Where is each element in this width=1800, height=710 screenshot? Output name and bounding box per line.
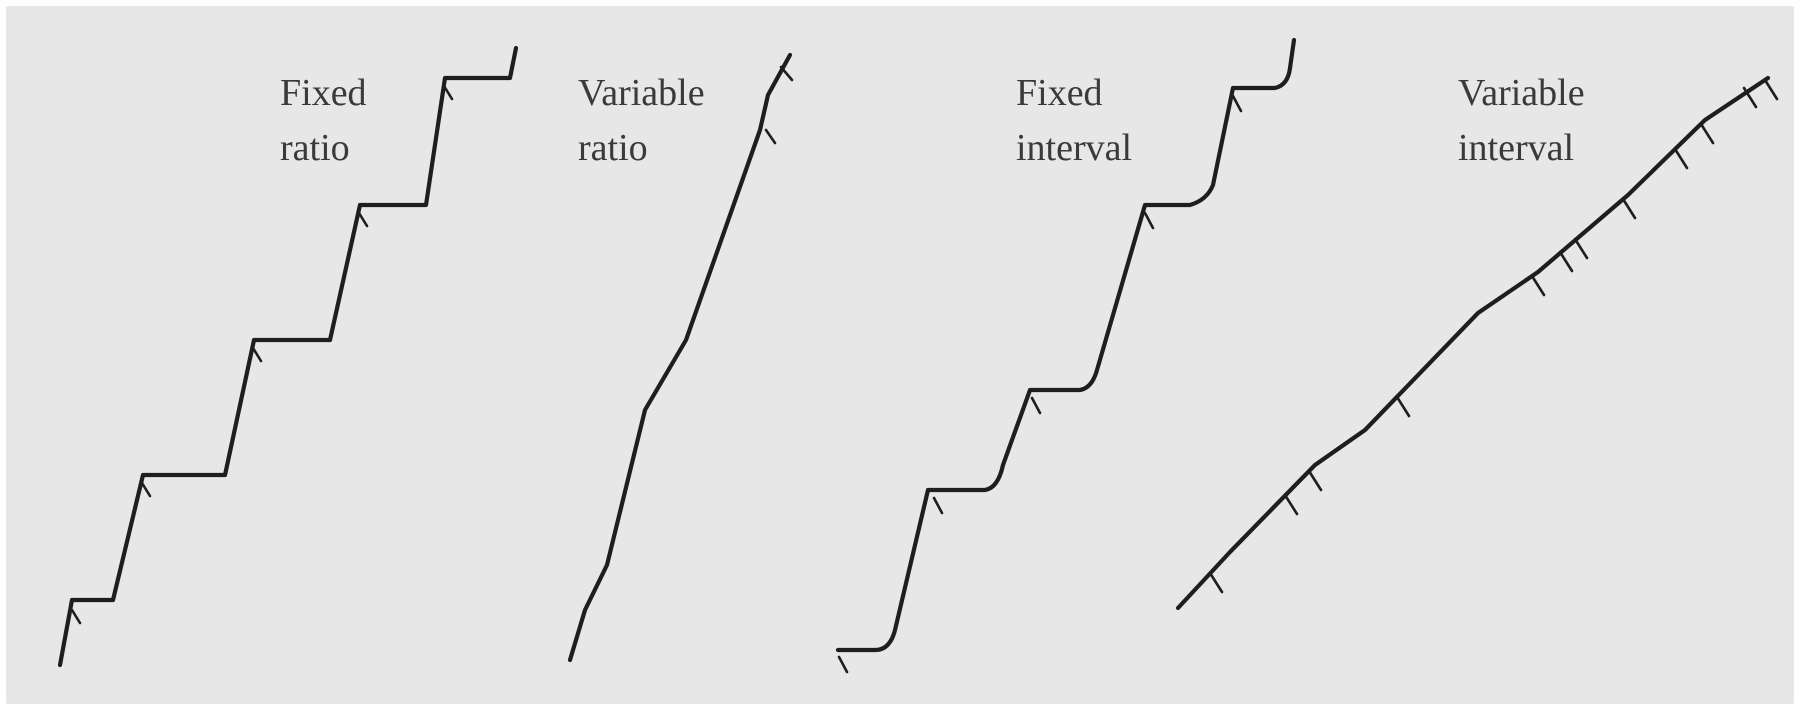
variable-interval-tick	[1673, 147, 1689, 170]
variable-interval-group: Variable interval	[1175, 72, 1779, 611]
variable-ratio-tick	[764, 128, 777, 145]
fixed-ratio-group: Fixed ratio	[57, 45, 519, 668]
fixed-interval-curve	[835, 37, 1297, 653]
fixed-ratio-reinforcement-ticks	[70, 84, 454, 625]
variable-interval-tick	[1395, 395, 1411, 418]
variable-interval-tick	[1307, 469, 1323, 492]
variable-ratio-label-line2: ratio	[578, 127, 648, 169]
variable-interval-tick	[1530, 274, 1546, 297]
fixed-interval-tick	[1231, 94, 1243, 113]
variable-interval-tick	[1742, 86, 1758, 109]
variable-interval-tick	[1283, 493, 1299, 516]
fixed-interval-tick	[1030, 396, 1042, 415]
fixed-ratio-label-line1: Fixed	[280, 72, 367, 114]
variable-ratio-label-line1: Variable	[578, 72, 705, 114]
variable-interval-reinforcement-ticks	[1208, 78, 1779, 594]
fixed-ratio-tick	[357, 211, 369, 228]
variable-interval-label-line1: Variable	[1458, 72, 1585, 114]
variable-interval-label-line2: interval	[1458, 127, 1574, 169]
fixed-interval-label-line2: interval	[1016, 127, 1132, 169]
variable-ratio-reinforcement-ticks	[764, 65, 794, 145]
variable-interval-tick	[1763, 78, 1779, 101]
variable-ratio-curve	[567, 52, 793, 663]
variable-ratio-tick	[779, 65, 794, 82]
fixed-interval-tick	[837, 655, 849, 674]
diagram-background	[6, 6, 1794, 704]
variable-interval-curve	[1175, 75, 1771, 611]
fixed-ratio-tick	[251, 346, 263, 363]
variable-interval-tick	[1558, 250, 1574, 273]
variable-interval-tick	[1208, 571, 1224, 594]
fixed-ratio-curve	[57, 45, 519, 668]
variable-interval-tick	[1621, 197, 1637, 220]
fixed-interval-tick	[1143, 211, 1155, 230]
fixed-ratio-tick	[70, 608, 82, 625]
fixed-interval-reinforcement-ticks	[837, 94, 1243, 674]
variable-interval-tick	[1699, 122, 1715, 145]
fixed-ratio-label-line2: ratio	[280, 127, 350, 169]
variable-ratio-group: Variable ratio	[567, 52, 794, 663]
fixed-ratio-tick	[140, 481, 152, 498]
fixed-interval-label-line1: Fixed	[1016, 72, 1103, 114]
fixed-interval-group: Fixed interval	[835, 37, 1297, 674]
variable-interval-tick	[1573, 237, 1589, 260]
fixed-ratio-tick	[442, 84, 454, 101]
fixed-interval-tick	[932, 496, 944, 515]
